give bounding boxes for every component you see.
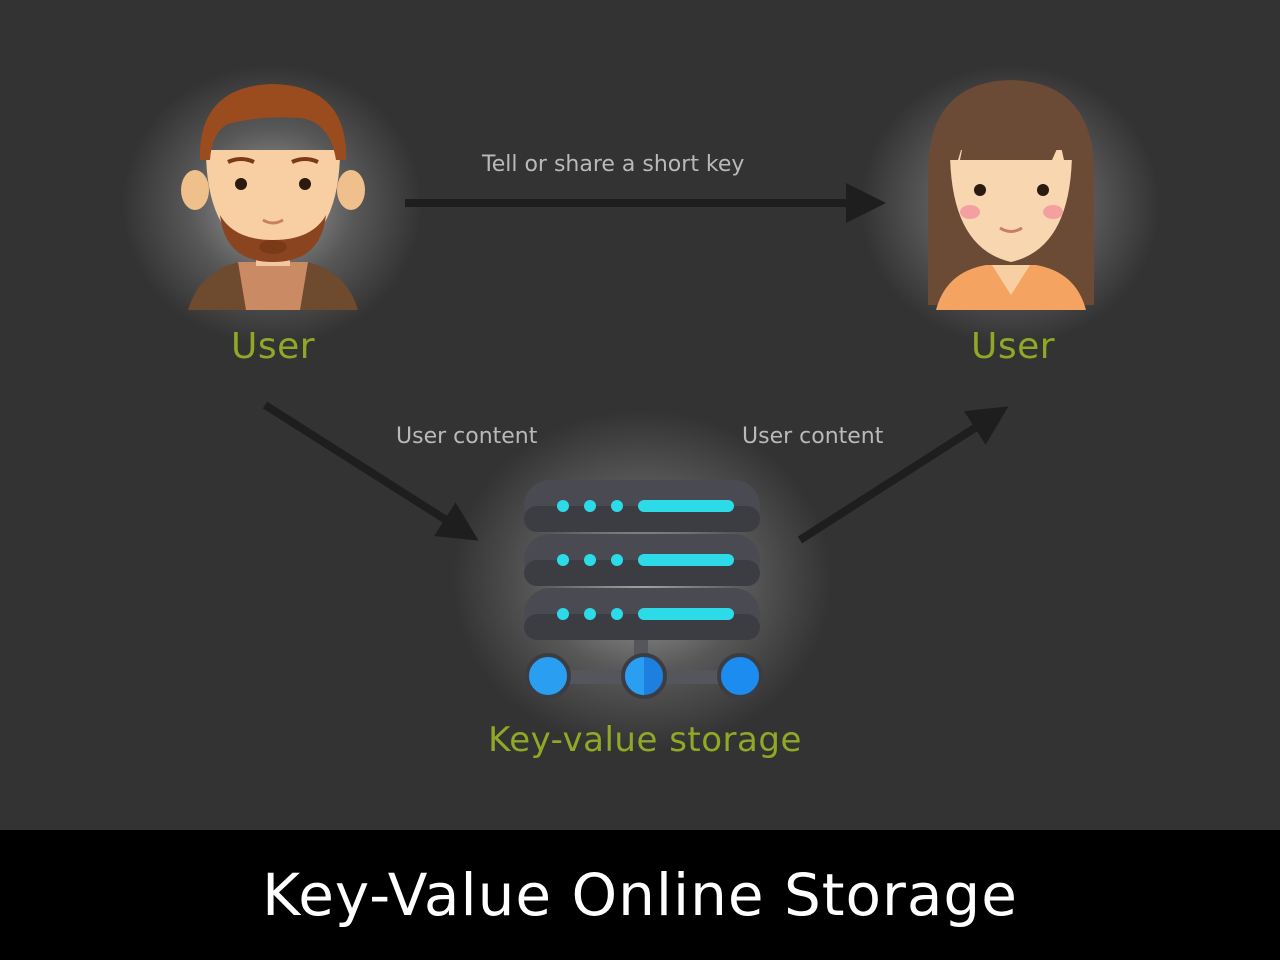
share-key-label: Tell or share a short key xyxy=(482,152,745,177)
diagram-graphics xyxy=(122,65,1160,750)
female-user-avatar-icon xyxy=(927,80,1095,310)
footer-banner: Key-Value Online Storage xyxy=(0,830,1280,960)
server-rack-unit xyxy=(524,480,760,532)
user-left-label: User xyxy=(230,326,316,367)
server-rack-unit xyxy=(524,534,760,586)
network-node-icon xyxy=(525,653,571,699)
diagram-canvas: User User Key-value storage Tell or shar… xyxy=(122,65,1160,760)
download-label: User content xyxy=(742,424,884,449)
user-right-label: User xyxy=(970,326,1056,367)
server-storage-icon xyxy=(524,480,763,699)
download-arrow xyxy=(797,406,1009,544)
page-title: Key-Value Online Storage xyxy=(262,861,1018,929)
storage-label: Key-value storage xyxy=(488,720,802,760)
network-node-icon xyxy=(717,653,763,699)
upload-arrow xyxy=(262,401,479,541)
server-rack-unit xyxy=(524,588,760,640)
upload-label: User content xyxy=(396,424,538,449)
male-user-avatar-icon xyxy=(181,84,365,310)
